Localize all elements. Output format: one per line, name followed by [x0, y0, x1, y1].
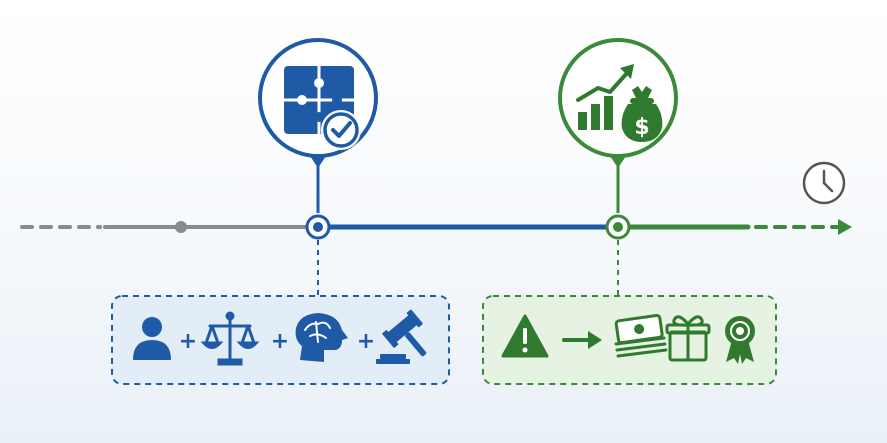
person-icon — [133, 317, 171, 360]
plus-sign-2: + — [271, 329, 289, 354]
gift-icon — [665, 315, 711, 362]
money-growth-icon: $ — [576, 64, 663, 142]
timeline — [20, 219, 852, 235]
plus-sign-3: + — [357, 329, 375, 354]
svg-text:$: $ — [634, 115, 649, 140]
timeline-past-dot — [175, 221, 187, 233]
timeline-arrowhead — [838, 219, 852, 235]
arrow-right-icon — [562, 331, 602, 349]
brain-icon — [295, 313, 348, 362]
gavel-icon — [376, 309, 427, 364]
plus-sign-1: + — [179, 329, 197, 354]
award-ribbon-icon — [725, 316, 755, 364]
left-group-box — [111, 295, 450, 385]
clock-icon — [802, 161, 846, 205]
puzzle-check-icon — [284, 66, 361, 150]
pin-circle-green — [558, 38, 678, 158]
scales-icon — [200, 311, 260, 366]
warning-icon — [501, 314, 549, 358]
cash-stack-icon — [614, 313, 668, 358]
milestone-green — [558, 38, 678, 296]
